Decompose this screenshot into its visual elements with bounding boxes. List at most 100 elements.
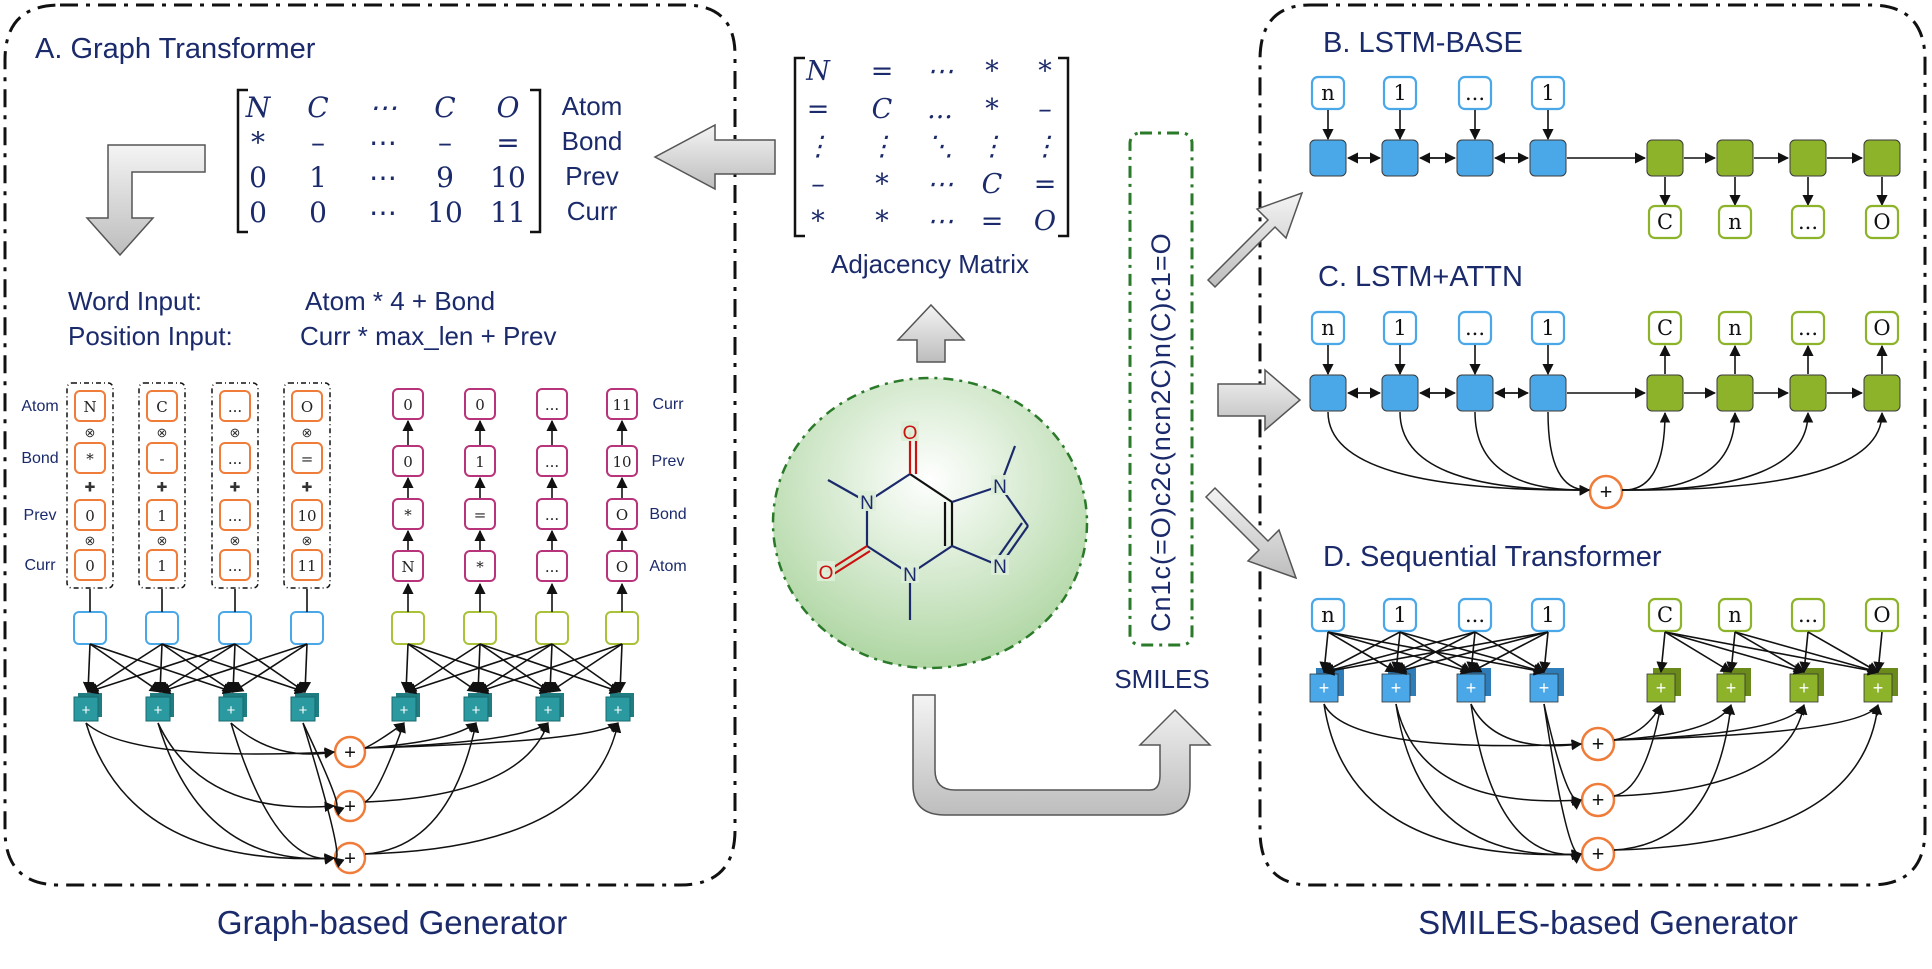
atom-label: N bbox=[993, 477, 1007, 498]
adjacency-cell: – bbox=[1038, 94, 1052, 125]
lstm-attn-input-token-box bbox=[1310, 310, 1346, 346]
seq-encoder-curve bbox=[1543, 703, 1582, 810]
big-arrows bbox=[85, 123, 1304, 816]
lstm-base-input-token-box bbox=[1530, 75, 1566, 111]
decoder-token-box bbox=[392, 445, 424, 477]
seq-decoder-curve bbox=[1613, 704, 1879, 741]
decoder-token: ... bbox=[545, 453, 559, 471]
lstm-base-output-token: C bbox=[1657, 210, 1673, 234]
lstm-base-decoder-cell bbox=[1646, 139, 1684, 177]
encoder-op-symbol: ✚ bbox=[302, 480, 313, 495]
attention-cube bbox=[218, 696, 244, 722]
graph-matrix-cell: 0 bbox=[249, 161, 267, 194]
decoder-token: 10 bbox=[612, 453, 631, 471]
lstm-attn-output-token: C bbox=[1657, 316, 1673, 340]
decoder-token: 0 bbox=[403, 396, 413, 414]
decoder-token-box bbox=[392, 388, 424, 420]
encoder-token: ... bbox=[228, 398, 242, 416]
molecule-background bbox=[771, 376, 1089, 670]
position-input-label: Position Input: bbox=[68, 321, 233, 351]
sum-to-decoder-curve bbox=[364, 722, 619, 749]
seq-input-token-box bbox=[1310, 597, 1346, 633]
encoder-token-box bbox=[219, 549, 251, 581]
seq-input-token-box bbox=[1382, 597, 1418, 633]
decoder-token-box bbox=[392, 550, 424, 582]
adjacency-bracket-left bbox=[793, 56, 805, 238]
seq-encoder-fan-arrow bbox=[1394, 631, 1549, 675]
seq-input-token: 1 bbox=[1393, 603, 1406, 627]
seq-decoder-curve bbox=[1613, 703, 1736, 851]
encoder-token: O bbox=[301, 398, 313, 416]
seq-input-token-box bbox=[1457, 597, 1493, 633]
graph-matrix-cell: ⋯ bbox=[369, 161, 397, 194]
decoder-token: 1 bbox=[475, 453, 485, 471]
decoder-token: * bbox=[476, 558, 484, 576]
atom-label: N bbox=[993, 557, 1007, 578]
decoder-token: 11 bbox=[612, 396, 631, 414]
graph-matrix-cell: 0 bbox=[249, 196, 267, 229]
graph-matrix-cell: * bbox=[251, 126, 265, 159]
encoder-to-sum-curve bbox=[157, 722, 336, 812]
encoder-embedding-box bbox=[290, 611, 324, 645]
graph-generator-caption: Graph-based Generator bbox=[217, 904, 567, 941]
encoder-fan-arrow bbox=[159, 643, 236, 693]
graph-matrix-cell: 10 bbox=[427, 196, 463, 229]
seq-encoder-curve bbox=[1323, 703, 1583, 860]
smiles-box bbox=[1128, 131, 1194, 647]
encoder-fan-arrow bbox=[87, 643, 163, 693]
encoder-row-label: Atom bbox=[21, 398, 58, 415]
encoder-token-box bbox=[74, 390, 106, 422]
word-input-label: Word Input: bbox=[68, 286, 202, 316]
attention-cube-plus: + bbox=[614, 702, 623, 719]
encoder-op-symbol: ✚ bbox=[230, 480, 241, 495]
adjacency-cell: = bbox=[871, 56, 894, 87]
atom-label-bg bbox=[858, 491, 876, 511]
graph-matrix-cell: 0 bbox=[309, 196, 327, 229]
decoder-token: O bbox=[616, 558, 628, 576]
atom-label-bg bbox=[991, 475, 1009, 495]
seq-encoder-curve bbox=[1470, 703, 1583, 751]
encoder-column-frame bbox=[138, 382, 186, 589]
lstm-base-input-token: 1 bbox=[1541, 81, 1554, 105]
lstm-base-output-token-box bbox=[1647, 204, 1683, 240]
decoder-token: = bbox=[474, 506, 487, 524]
atom-label: O bbox=[819, 563, 834, 584]
decoder-token-box bbox=[536, 550, 568, 582]
seq-encoder-cube-plus: + bbox=[1539, 678, 1550, 698]
graph-sum-node-symbol: + bbox=[344, 848, 356, 870]
encoder-op-symbol: ⊗ bbox=[157, 533, 168, 548]
encoder-token: 11 bbox=[297, 557, 316, 575]
graph-matrix-cell: 9 bbox=[436, 161, 454, 194]
seq-encoder-cube bbox=[1456, 673, 1486, 703]
graph-matrix-cell: – bbox=[311, 126, 325, 159]
adjacency-cell: N bbox=[805, 56, 831, 87]
seq-output-token-box bbox=[1790, 597, 1826, 633]
seq-decoder-cube-plus: + bbox=[1873, 678, 1884, 698]
encoder-op-symbol: ⊗ bbox=[302, 533, 313, 548]
decoder-token: 0 bbox=[475, 396, 485, 414]
adjacency-cell: ⋯ bbox=[927, 56, 954, 87]
adjacency-cell: ⋮ bbox=[869, 131, 896, 162]
decoder-token-box bbox=[606, 498, 638, 530]
seq-decoder-fan-arrow bbox=[1656, 631, 1668, 674]
decoder-token-box bbox=[464, 388, 496, 420]
encoder-token: ... bbox=[228, 450, 242, 468]
encoder-token-box bbox=[146, 549, 178, 581]
decoder-token-box bbox=[536, 445, 568, 477]
graph-matrix-cell: ⋯ bbox=[369, 126, 397, 159]
graph-matrix-row-label: Prev bbox=[565, 161, 618, 191]
decoder-row-label: Atom bbox=[649, 558, 686, 575]
smiles-generator-caption: SMILES-based Generator bbox=[1418, 904, 1798, 941]
decoder-token: ... bbox=[545, 506, 559, 524]
attention-cube bbox=[145, 696, 171, 722]
adjacency-cell: = bbox=[981, 206, 1004, 237]
arrow-adjacency-to-graph bbox=[653, 123, 776, 191]
lstm-base-input-token-box bbox=[1310, 75, 1346, 111]
seq-decoder-cube bbox=[1716, 673, 1746, 703]
decoder-fan-arrow bbox=[614, 643, 627, 694]
lstm-base-decoder-cell bbox=[1789, 139, 1827, 177]
atom-label-bg bbox=[901, 421, 919, 441]
decoder-fan-arrow bbox=[405, 643, 481, 693]
